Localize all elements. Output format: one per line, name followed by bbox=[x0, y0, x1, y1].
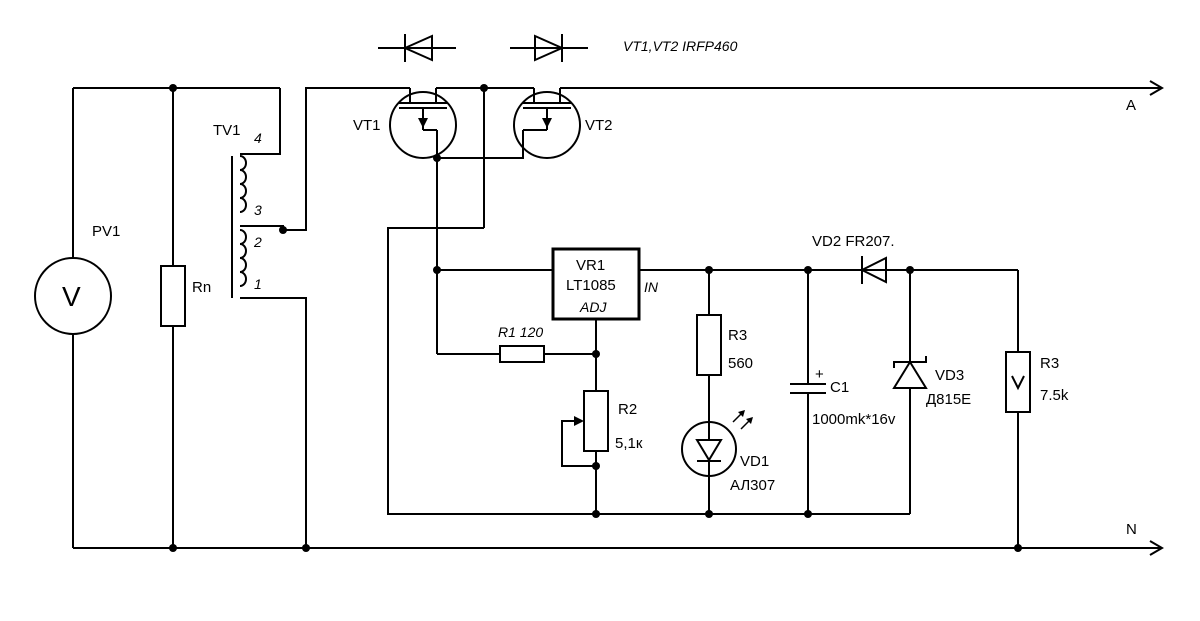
vr1-adj: ADJ bbox=[579, 299, 607, 315]
tv1-pin-4: 4 bbox=[254, 130, 262, 146]
voltmeter-symbol: V bbox=[62, 281, 81, 312]
pv1-label: PV1 bbox=[92, 223, 120, 240]
terminal-a-label: A bbox=[1126, 97, 1136, 114]
gate-source-wiring bbox=[387, 88, 910, 515]
resistor-r3-output bbox=[1005, 270, 1031, 548]
mosfet-vt2 bbox=[437, 87, 581, 159]
rail-a bbox=[73, 80, 1164, 96]
regulator-vr1 bbox=[551, 247, 1018, 321]
diode-vd2 bbox=[859, 256, 887, 284]
zener-vd3 bbox=[892, 270, 928, 514]
r3-out-value: 7.5k bbox=[1040, 387, 1069, 404]
reference-diode-left bbox=[378, 34, 456, 62]
r3-out-ref: R3 bbox=[1040, 355, 1059, 372]
r1-label: R1 120 bbox=[498, 324, 543, 340]
r2-ref: R2 bbox=[618, 401, 637, 418]
tv1-pin-2: 2 bbox=[253, 234, 262, 250]
terminal-n-label: N bbox=[1126, 521, 1137, 538]
vd3-ref: VD3 bbox=[935, 367, 964, 384]
r3-led-value: 560 bbox=[728, 355, 753, 372]
mosfet-vt1 bbox=[384, 87, 484, 159]
voltmeter-pv1 bbox=[34, 88, 112, 548]
vd1-part: АЛ307 bbox=[730, 477, 775, 494]
reference-diode-right bbox=[510, 34, 588, 62]
tv1-pin-3: 3 bbox=[254, 202, 262, 218]
c1-ref: C1 bbox=[830, 379, 849, 396]
led-vd1 bbox=[681, 410, 753, 514]
tv1-label: TV1 bbox=[213, 122, 241, 139]
capacitor-c1 bbox=[790, 270, 826, 514]
c1-value: 1000mk*16v bbox=[812, 411, 896, 428]
c1-polarity: + bbox=[815, 366, 824, 383]
vt1-label: VT1 bbox=[353, 117, 381, 134]
resistor-r3-led bbox=[696, 270, 722, 422]
r3-led-ref: R3 bbox=[728, 327, 747, 344]
r2-value: 5,1к bbox=[615, 435, 643, 452]
vt2-label: VT2 bbox=[585, 117, 613, 134]
vd1-ref: VD1 bbox=[740, 453, 769, 470]
resistor-rn bbox=[160, 88, 186, 548]
tv1-pin-1: 1 bbox=[254, 276, 262, 292]
potentiometer-r2 bbox=[561, 390, 609, 514]
junction-dots bbox=[169, 84, 1022, 552]
resistor-r1 bbox=[437, 345, 596, 363]
rail-n bbox=[73, 540, 1164, 556]
rn-label: Rn bbox=[192, 279, 211, 296]
vr1-part: LT1085 bbox=[566, 277, 616, 294]
vd2-label: VD2 FR207. bbox=[812, 233, 895, 250]
vd3-part: Д815Е bbox=[926, 391, 971, 408]
vr1-ref: VR1 bbox=[576, 257, 605, 274]
transistors-note: VT1,VT2 IRFP460 bbox=[623, 38, 738, 54]
transformer-tv1 bbox=[231, 87, 384, 548]
vr1-in: IN bbox=[644, 279, 659, 295]
